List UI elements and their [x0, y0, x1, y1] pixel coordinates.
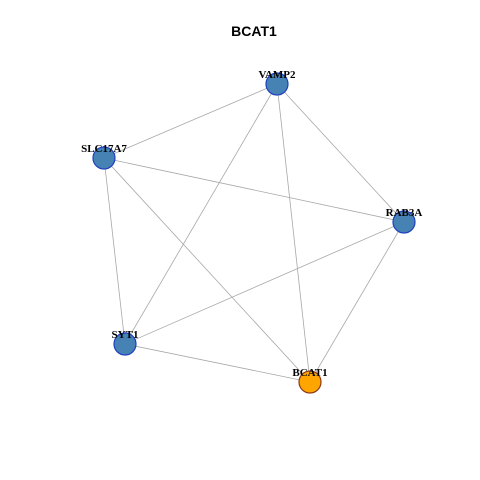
node-syt1[interactable] — [113, 332, 137, 356]
node-bcat1[interactable] — [298, 370, 322, 394]
edge-vamp2-rab3a — [276, 83, 405, 223]
edge-rab3a-syt1 — [124, 221, 405, 345]
node-label-slc17a7: SLC17A7 — [81, 143, 127, 155]
edge-vamp2-syt1 — [124, 83, 278, 345]
node-rab3a[interactable] — [392, 210, 416, 234]
edge-syt1-bcat1 — [124, 343, 311, 383]
edge-vamp2-bcat1 — [276, 83, 311, 383]
node-label-bcat1: BCAT1 — [292, 367, 327, 379]
node-vamp2[interactable] — [265, 72, 289, 96]
graph-title: BCAT1 — [231, 23, 277, 39]
node-label-syt1: SYT1 — [112, 329, 139, 341]
node-layer — [92, 72, 416, 394]
edge-slc17a7-rab3a — [103, 157, 405, 223]
edge-layer — [103, 83, 405, 383]
node-slc17a7[interactable] — [92, 146, 116, 170]
edge-slc17a7-syt1 — [103, 157, 126, 345]
node-label-rab3a: RAB3A — [386, 207, 423, 219]
node-label-vamp2: VAMP2 — [258, 69, 296, 81]
edge-vamp2-slc17a7 — [103, 83, 278, 159]
edge-rab3a-bcat1 — [309, 221, 405, 383]
edge-slc17a7-bcat1 — [103, 157, 311, 383]
